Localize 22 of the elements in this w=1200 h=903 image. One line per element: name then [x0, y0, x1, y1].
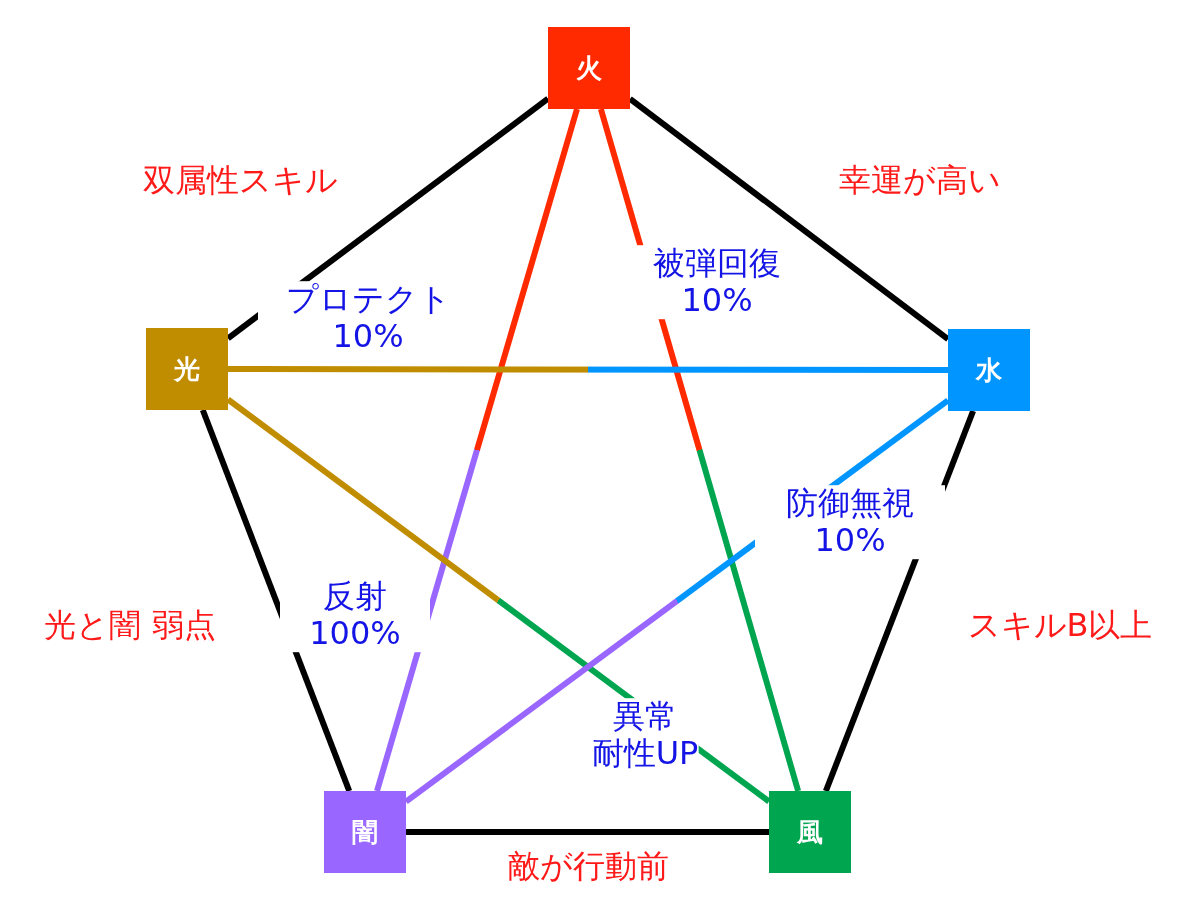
element-name: 風	[797, 815, 823, 849]
element-name: 水	[976, 353, 1002, 387]
edge-label: 反射 100%	[280, 578, 430, 652]
edge-label: スキルB以上	[967, 606, 1153, 644]
element-box	[146, 328, 228, 410]
edge-label: 光と闇 弱点	[44, 606, 216, 644]
element-name: 火	[576, 51, 602, 85]
edge-label: 防御無視 10%	[755, 485, 945, 559]
connector-line	[374, 108, 580, 792]
element-box	[769, 791, 851, 873]
element-box	[548, 27, 630, 109]
connector-line	[406, 829, 769, 835]
edge-label: 敵が行動前	[507, 847, 669, 885]
element-name: 光	[174, 352, 200, 386]
element-box	[948, 329, 1030, 411]
connector-line	[228, 366, 948, 373]
connector-line	[199, 408, 353, 793]
edge-label: 幸運が高い	[839, 161, 1001, 199]
element-name: 闇	[352, 815, 378, 849]
connector-line	[597, 108, 802, 792]
edge-label: 異常耐性UP	[591, 698, 699, 772]
element-box	[324, 791, 406, 873]
